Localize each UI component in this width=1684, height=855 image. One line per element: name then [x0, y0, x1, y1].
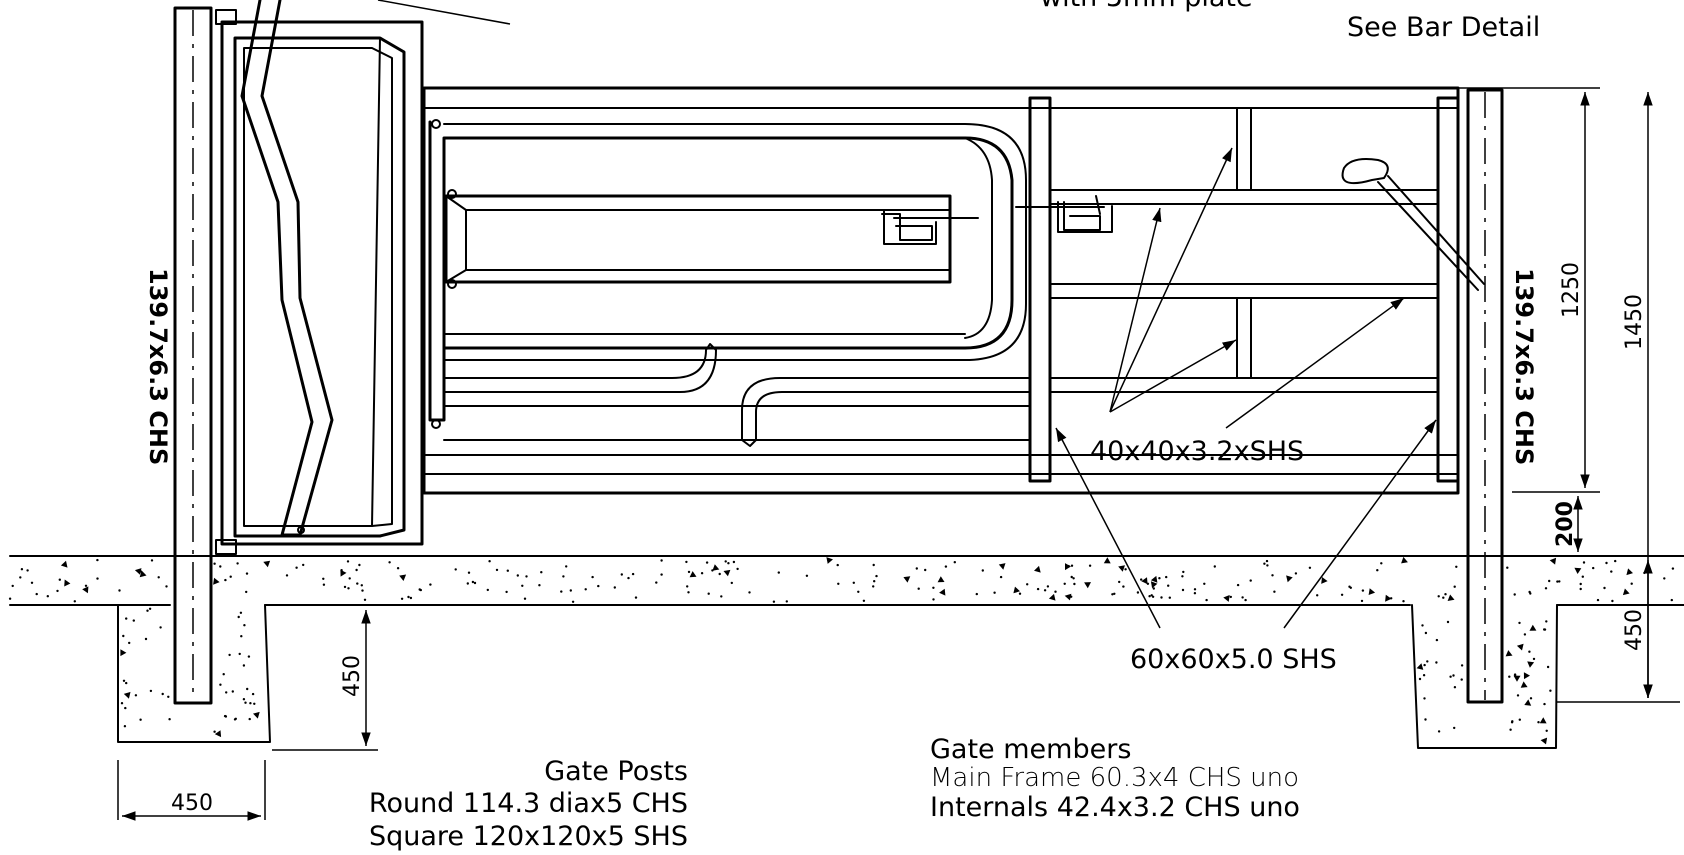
latch-right	[1015, 195, 1113, 233]
callout-internal-members: 40x40x3.2xSHS	[1090, 436, 1304, 467]
dim-ground-clearance: 200	[1553, 501, 1578, 547]
dim-footing-depth-right: 450	[1622, 609, 1647, 651]
gate-frame	[422, 86, 1460, 495]
right-footing	[1411, 604, 1558, 749]
right-post	[1466, 88, 1504, 704]
leader-top	[377, 0, 511, 25]
bar-detail-note: See Bar Detail	[1347, 12, 1540, 43]
plate-note: with 5mm plate	[1040, 0, 1253, 13]
dim-overall-height: 1450	[1622, 294, 1647, 350]
left-swing-leaf	[215, 0, 424, 555]
gate-posts-title: Gate Posts	[544, 756, 688, 787]
gate-posts-round: Round 114.3 diax5 CHS	[369, 788, 688, 819]
right-post-label: 139.7x6.3 CHS	[1510, 268, 1538, 465]
leader-60x60	[1055, 419, 1437, 629]
gate-members-main-frame: Main Frame 60.3x4 CHS uno	[930, 763, 1299, 793]
concrete-stipple	[8, 556, 1675, 745]
left-footing	[117, 604, 271, 743]
leader-40x40	[1109, 147, 1405, 429]
left-post	[173, 6, 213, 705]
drop-bolt	[1341, 158, 1485, 291]
dimension-lines-right	[1458, 87, 1680, 703]
left-post-label: 139.7x6.3 CHS	[144, 268, 172, 465]
ground-slab	[9, 555, 1684, 606]
dim-gate-height: 1250	[1559, 262, 1584, 318]
latch-left	[881, 209, 979, 245]
dimension-lines-left	[117, 610, 378, 821]
dim-footing-depth-left: 450	[340, 655, 365, 697]
inner-frame	[428, 119, 1031, 447]
gate-posts-square: Square 120x120x5 SHS	[369, 821, 688, 852]
gate-members-title: Gate members	[930, 734, 1131, 765]
dim-footing-width: 450	[171, 791, 213, 816]
gate-members-internals: Internals 42.4x3.2 CHS uno	[930, 792, 1300, 823]
callout-frame-members: 60x60x5.0 SHS	[1130, 644, 1337, 675]
